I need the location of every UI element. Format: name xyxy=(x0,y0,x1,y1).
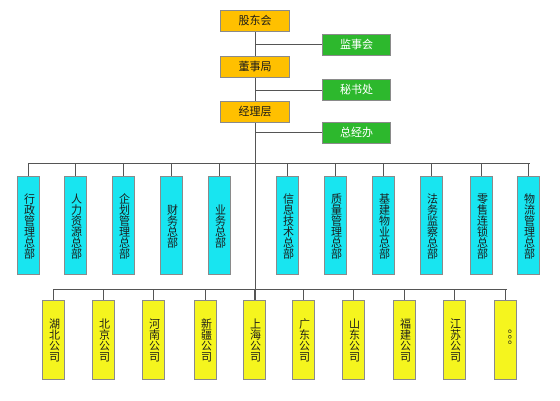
department-box: 零售连锁总部 xyxy=(470,176,493,275)
branch-label: 江苏公司 xyxy=(448,318,462,362)
supervisory-board-box: 监事会 xyxy=(322,34,391,56)
connector-department-10 xyxy=(528,163,529,176)
management-box: 经理层 xyxy=(220,101,290,123)
department-box: 物流管理总部 xyxy=(517,176,540,275)
department-label: 行政管理总部 xyxy=(22,192,36,259)
branch-label: 湖北公司 xyxy=(47,318,61,362)
department-box: 人力资源总部 xyxy=(64,176,87,275)
department-box: 信息技术总部 xyxy=(276,176,299,275)
connector-department-1 xyxy=(75,163,76,176)
branch-box: 。。。 xyxy=(494,300,517,380)
branch-box: 北京公司 xyxy=(92,300,115,380)
department-box: 法务监察总部 xyxy=(420,176,443,275)
branch-box: 福建公司 xyxy=(393,300,416,380)
branch-box: 新疆公司 xyxy=(194,300,217,380)
connector-secretariat xyxy=(255,90,323,91)
shareholders-meeting-box: 股东会 xyxy=(220,10,290,32)
connector-departments-bar xyxy=(28,163,530,164)
supervisory-board-label: 监事会 xyxy=(340,37,373,51)
connector-department-6 xyxy=(335,163,336,176)
connector-department-8 xyxy=(431,163,432,176)
department-label: 物流管理总部 xyxy=(522,192,536,259)
board-of-directors-box: 董事局 xyxy=(220,56,290,78)
connector-branch-8 xyxy=(454,289,455,300)
connector-branch-3 xyxy=(205,289,206,300)
connector-branch-5 xyxy=(303,289,304,300)
connector-branch-6 xyxy=(353,289,354,300)
branch-box: 湖北公司 xyxy=(42,300,65,380)
department-label: 质量管理总部 xyxy=(329,192,343,259)
secretariat-label: 秘书处 xyxy=(340,82,373,96)
branch-label: 北京公司 xyxy=(97,318,111,362)
department-box: 行政管理总部 xyxy=(17,176,40,275)
connector-department-2 xyxy=(123,163,124,176)
general-office-label: 总经办 xyxy=(340,125,373,139)
department-box: 质量管理总部 xyxy=(324,176,347,275)
branch-label: 上海公司 xyxy=(248,318,262,362)
connector-branch-0 xyxy=(53,289,54,300)
branch-box: 河南公司 xyxy=(142,300,165,380)
department-box: 基建物业总部 xyxy=(372,176,395,275)
connector-department-9 xyxy=(481,163,482,176)
branch-box: 山东公司 xyxy=(342,300,365,380)
shareholders-meeting-label: 股东会 xyxy=(238,13,272,27)
connector-trunk xyxy=(255,32,256,300)
branch-label: 。。。 xyxy=(499,329,513,351)
general-office-box: 总经办 xyxy=(322,122,391,144)
department-label: 法务监察总部 xyxy=(425,192,439,259)
department-label: 零售连锁总部 xyxy=(475,192,489,259)
connector-supervisory xyxy=(255,44,323,45)
connector-branch-1 xyxy=(103,289,104,300)
department-box: 财务总部 xyxy=(160,176,183,275)
branch-label: 广东公司 xyxy=(297,318,311,362)
department-box: 业务总部 xyxy=(208,176,231,275)
branch-label: 福建公司 xyxy=(398,318,412,362)
board-of-directors-label: 董事局 xyxy=(238,59,272,73)
department-box: 企划管理总部 xyxy=(112,176,135,275)
branch-label: 新疆公司 xyxy=(199,318,213,362)
department-label: 基建物业总部 xyxy=(377,192,391,259)
branch-box: 江苏公司 xyxy=(443,300,466,380)
department-label: 企划管理总部 xyxy=(117,192,131,259)
connector-general-office xyxy=(255,132,323,133)
connector-department-7 xyxy=(383,163,384,176)
branch-box: 上海公司 xyxy=(243,300,266,380)
connector-department-0 xyxy=(28,163,29,176)
connector-department-5 xyxy=(287,163,288,176)
branch-label: 河南公司 xyxy=(147,318,161,362)
branch-box: 广东公司 xyxy=(292,300,315,380)
connector-branches-bar xyxy=(53,289,507,290)
department-label: 业务总部 xyxy=(213,203,227,248)
department-label: 信息技术总部 xyxy=(281,192,295,259)
connector-branch-9 xyxy=(505,289,506,300)
connector-department-3 xyxy=(171,163,172,176)
secretariat-box: 秘书处 xyxy=(322,79,391,101)
connector-branch-7 xyxy=(404,289,405,300)
connector-branch-2 xyxy=(153,289,154,300)
connector-department-4 xyxy=(219,163,220,176)
department-label: 财务总部 xyxy=(165,203,179,248)
management-label: 经理层 xyxy=(238,104,272,118)
department-label: 人力资源总部 xyxy=(69,192,83,259)
connector-branch-4 xyxy=(254,289,255,300)
branch-label: 山东公司 xyxy=(347,318,361,362)
